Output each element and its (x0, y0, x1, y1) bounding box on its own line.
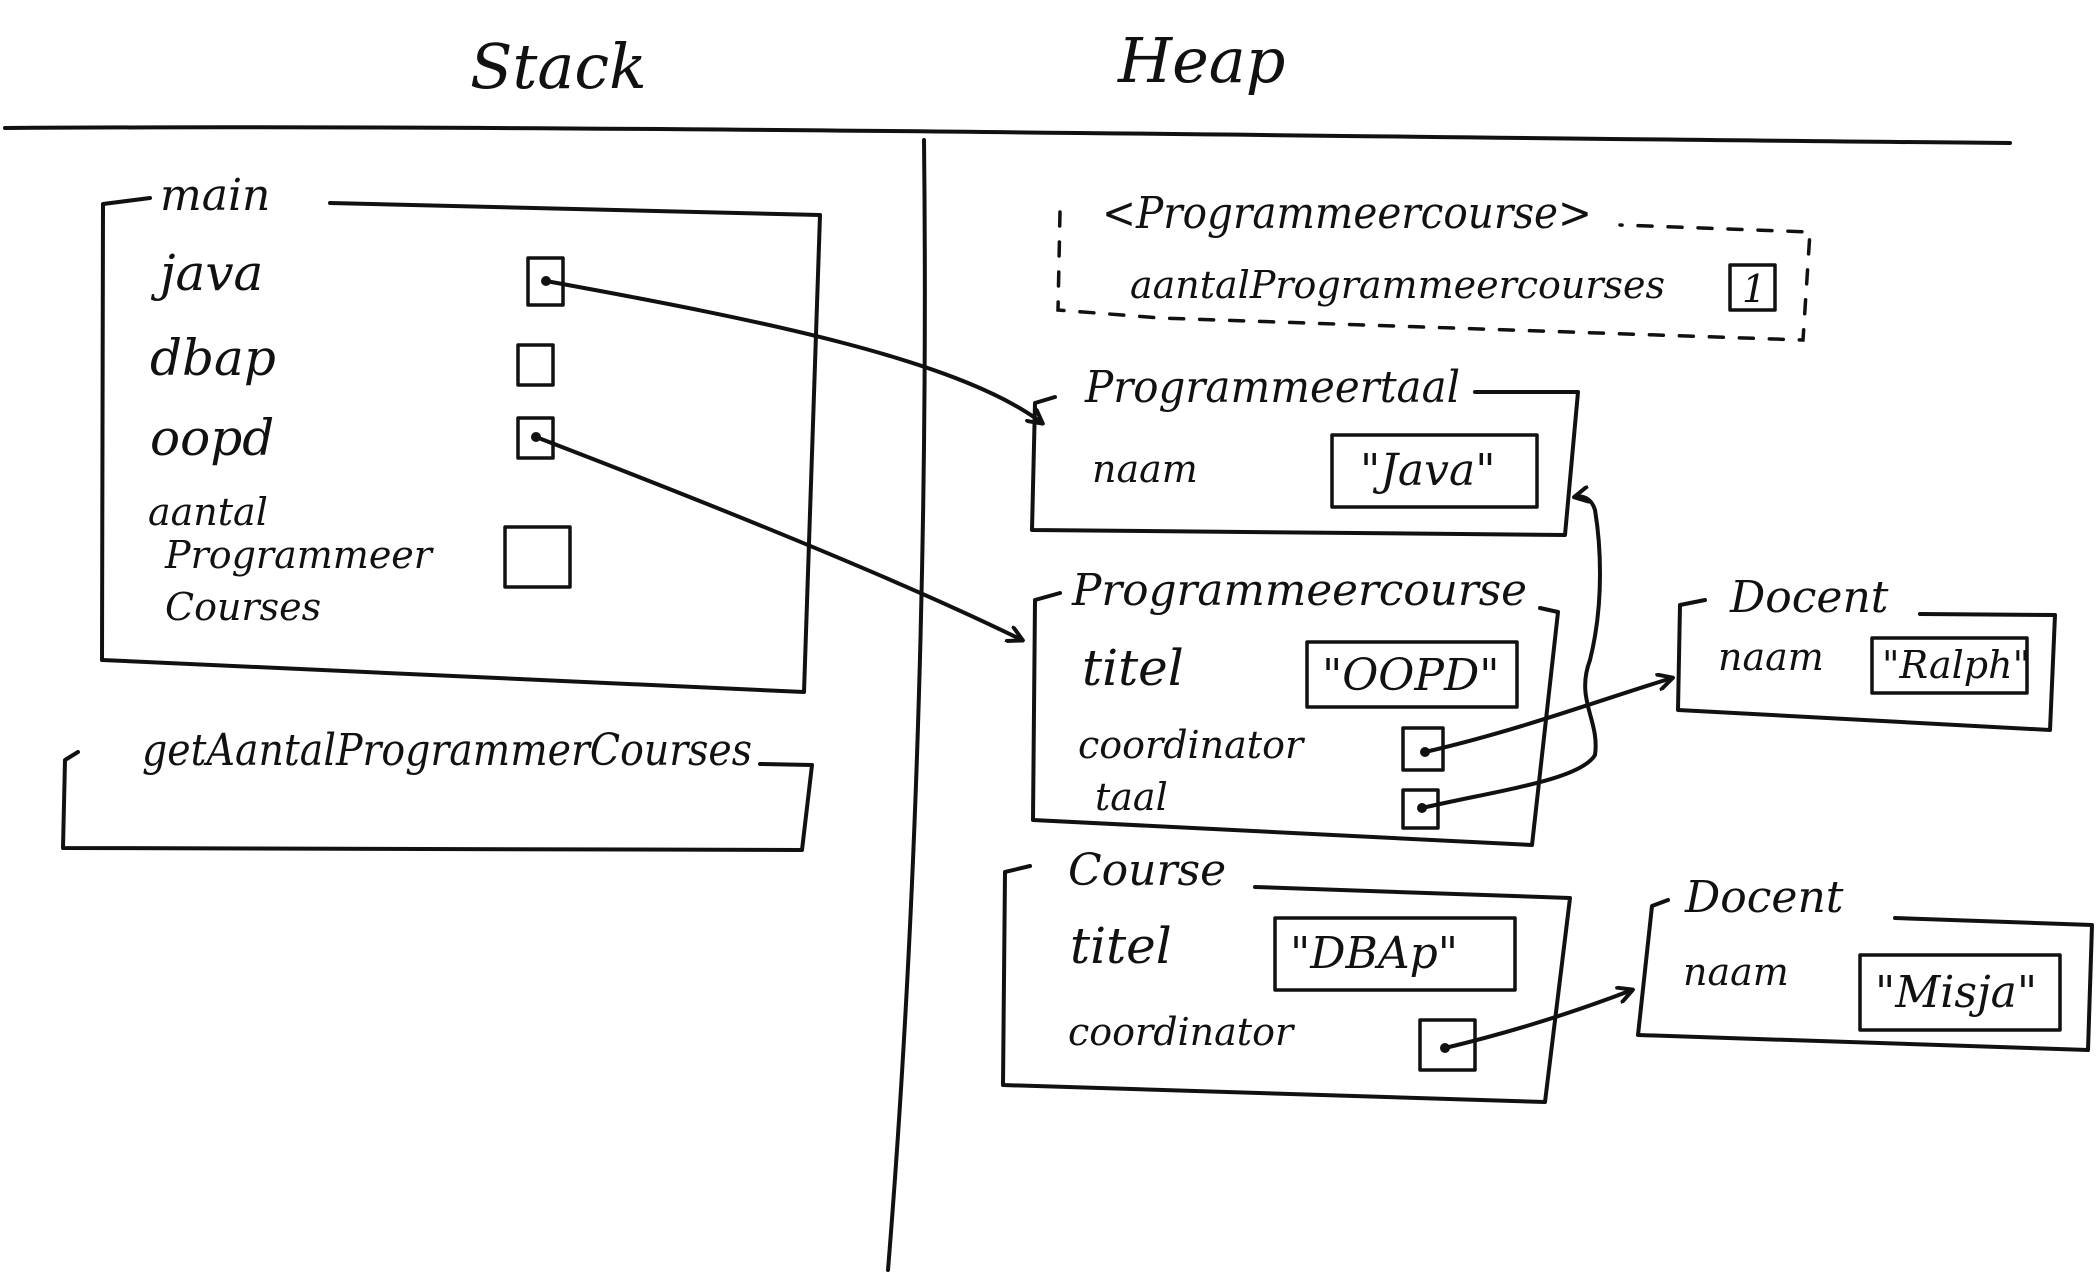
static-field-label: aantalProgrammeercourses (1130, 263, 1665, 307)
programmeercourse-titel-box (1305, 640, 1519, 709)
var-aantal-label-line3: Courses (165, 585, 321, 629)
static-field-slot (1728, 263, 1777, 312)
course-coordinator-slot (1418, 1018, 1477, 1072)
course-label: Course (1068, 845, 1226, 896)
programmeertaal-naam-box (1330, 433, 1539, 509)
arrow-java-to-programmeertaal (544, 279, 1042, 423)
programmeercourse-label: Programmeercourse (1071, 565, 1527, 616)
main-frame-label: main (160, 170, 270, 221)
object-docent-ralph: Docent naam "Ralph" (1676, 572, 2057, 732)
static-class-box: <Programmeercourse> aantalProgrammeercou… (1056, 188, 1812, 342)
docent-ralph-naam-box (1870, 636, 2029, 695)
get-aantal-frame: getAantalProgrammerCourses (61, 725, 814, 852)
arrow-coordinator-to-docent-misja (1443, 990, 1632, 1050)
programmeercourse-field-coordinator: coordinator (1078, 723, 1306, 767)
static-class-label: <Programmeercourse> (1102, 188, 1592, 239)
var-dbap-slot (516, 343, 555, 387)
docent-ralph-naam-value: "Ralph" (1882, 643, 2030, 687)
programmeercourse-titel-value: "OOPD" (1322, 650, 1500, 701)
course-field-coordinator: coordinator (1068, 1010, 1296, 1054)
programmeertaal-label: Programmeertaal (1084, 362, 1460, 413)
arrow-coordinator-to-docent-ralph (1423, 678, 1672, 754)
object-docent-misja: Docent naam "Misja" (1636, 872, 2094, 1052)
var-oopd-slot (516, 416, 555, 460)
programmeertaal-field-naam: naam (1092, 447, 1198, 491)
course-titel-value: "DBAp" (1290, 928, 1458, 979)
vertical-divider (886, 138, 927, 1272)
var-dbap-label: dbap (150, 329, 276, 387)
docent-ralph-field-naam: naam (1718, 635, 1824, 679)
programmeercourse-field-titel: titel (1082, 639, 1184, 697)
stack-header: Stack (470, 30, 647, 103)
var-java-label: java (150, 244, 263, 302)
static-field-value: 1 (1742, 267, 1766, 311)
docent-misja-naam-box (1858, 953, 2062, 1032)
programmeertaal-naam-value: "Java" (1360, 445, 1495, 496)
course-titel-box (1273, 916, 1517, 992)
horizontal-divider (3, 125, 2012, 145)
docent-misja-naam-value: "Misja" (1875, 967, 2037, 1018)
programmeercourse-taal-slot (1401, 788, 1440, 830)
var-oopd-label: oopd (150, 409, 274, 467)
docent-misja-field-naam: naam (1683, 950, 1789, 994)
docent-misja-label: Docent (1684, 872, 1844, 923)
var-aantal-label-line1: aantal (148, 490, 268, 534)
arrow-taal-to-programmeertaal (1420, 497, 1602, 810)
object-programmeertaal: Programmeertaal naam "Java" (1030, 362, 1580, 537)
docent-ralph-label: Docent (1729, 572, 1889, 623)
arrow-oopd-to-programmeercourse (534, 435, 1022, 640)
heap-header: Heap (1117, 24, 1285, 97)
main-frame: main java dbap oopd aantal Programmeer C… (100, 170, 822, 694)
programmeercourse-field-taal: taal (1095, 775, 1168, 819)
course-field-titel: titel (1070, 917, 1172, 975)
object-course: Course titel "DBAp" coordinator (1001, 845, 1572, 1104)
var-aantal-slot (503, 525, 572, 589)
get-aantal-frame-label: getAantalProgrammerCourses (142, 725, 752, 776)
var-aantal-label-line2: Programmeer (164, 533, 435, 577)
var-java-slot (526, 256, 565, 307)
object-programmeercourse: Programmeercourse titel "OOPD" coordinat… (1031, 565, 1560, 847)
